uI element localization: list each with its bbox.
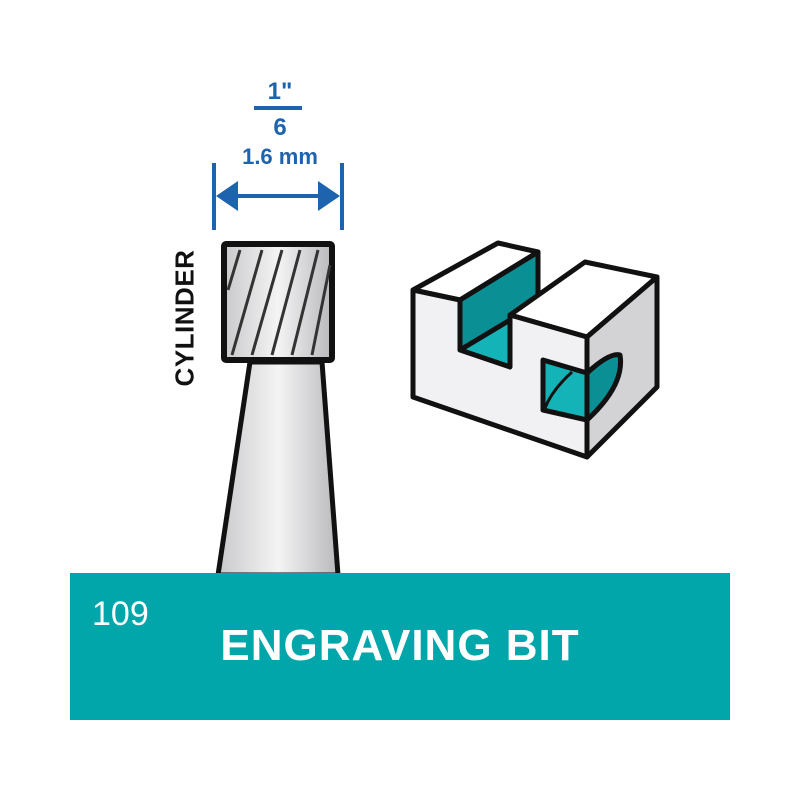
bit-shank	[215, 359, 341, 578]
cylinder-head	[221, 241, 335, 363]
product-banner: 109 ENGRAVING BIT	[70, 573, 730, 720]
dimension-fraction-denominator: 6	[273, 114, 287, 141]
product-name: ENGRAVING BIT	[220, 621, 580, 670]
workpiece-block	[410, 240, 660, 460]
dimension-arrow	[212, 106, 344, 230]
dimension-fraction-numerator: 1"	[267, 78, 293, 105]
product-code: 109	[92, 595, 149, 633]
shape-label: CYLINDER	[169, 249, 200, 387]
dimension-metric: 1.6 mm	[242, 144, 318, 169]
